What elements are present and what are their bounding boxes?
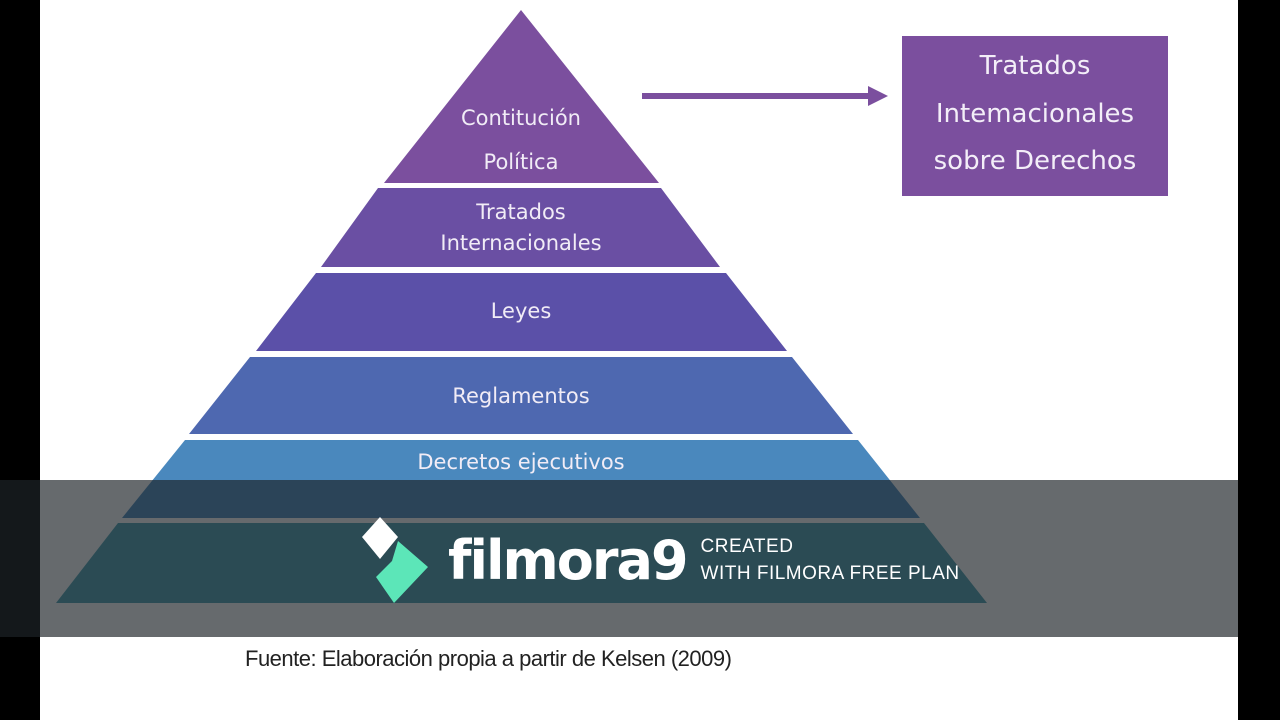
side-box-line1: Tratados — [979, 51, 1091, 81]
level-2-label-line1: Tratados — [475, 200, 565, 224]
pyramid-level-4 — [189, 357, 853, 434]
pyramid-level-3 — [256, 273, 787, 351]
level-5-label: Decretos ejecutivos — [417, 450, 624, 474]
source-caption: Fuente: Elaboración propia a partir de K… — [245, 646, 732, 671]
side-box — [902, 36, 1168, 196]
watermark-brand: filmora9 — [448, 528, 689, 592]
pyramid-level-2 — [321, 188, 720, 267]
level-1-label-line1: Contitución — [461, 106, 581, 130]
watermark-line1: CREATED — [700, 536, 794, 557]
filmora-watermark: filmora9 CREATED WITH FILMORA FREE PLAN — [360, 515, 960, 605]
pyramid-level-1 — [384, 10, 659, 183]
level-4-label: Reglamentos — [452, 384, 589, 408]
filmora-logo-icon — [362, 517, 428, 603]
watermark-banner — [0, 480, 1238, 637]
level-3-label: Leyes — [491, 299, 552, 323]
level-2-label-line2: Internacionales — [440, 231, 601, 255]
side-box-line3: sobre Derechos — [934, 146, 1137, 176]
side-box-line2: Intemacionales — [936, 99, 1134, 129]
watermark-line2: WITH FILMORA FREE PLAN — [700, 563, 960, 584]
arrow-head-icon — [868, 86, 888, 106]
level-1-label-line2: Política — [484, 150, 559, 174]
